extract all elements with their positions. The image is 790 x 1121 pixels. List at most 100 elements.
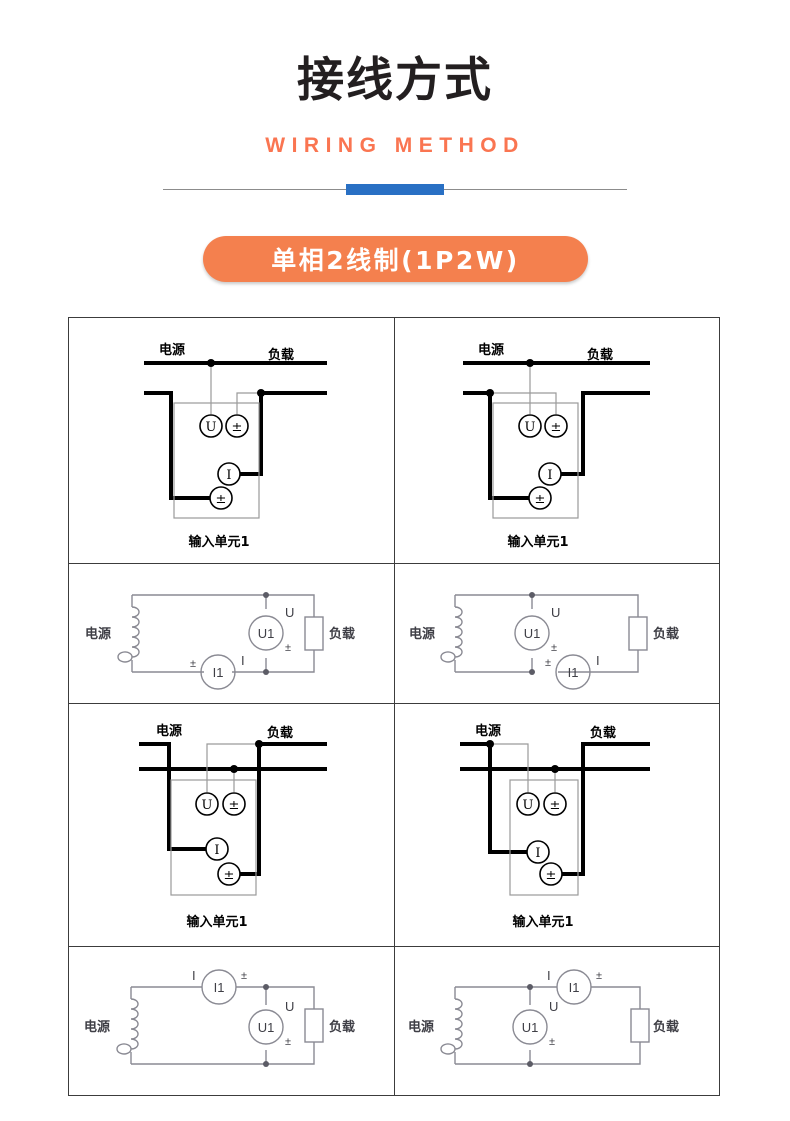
load-label: 负载 (653, 1019, 679, 1035)
load-lower-wire (229, 391, 327, 476)
bottom-wire-right (558, 650, 639, 673)
grid-row-divider-2 (69, 703, 719, 705)
pm-tap-wire (490, 392, 557, 414)
terminal-u (516, 792, 540, 816)
terminal-pm-voltage (544, 414, 568, 438)
voltmeter-circle (512, 1009, 548, 1045)
source-label: 电源 (409, 626, 435, 642)
ammeter-label: I1 (213, 665, 224, 680)
ammeter-pm-mark: ± (241, 970, 247, 982)
terminal-i-label: I (547, 468, 552, 483)
ammeter-i-mark: I (241, 653, 245, 668)
ammeter-pm-mark: ± (596, 970, 602, 982)
bottom-wire (131, 1042, 315, 1065)
grid-row-divider-3 (69, 946, 719, 948)
terminal-pm-current-label: ± (224, 868, 235, 883)
source-coil (440, 606, 463, 663)
voltmeter-pm-mark: ± (285, 642, 291, 654)
terminal-u (518, 414, 542, 438)
terminal-i-label: I (535, 846, 540, 861)
terminal-pm-current-label: ± (546, 868, 557, 883)
voltmeter-u-mark: U (285, 999, 294, 1014)
terminal-pm-current (539, 862, 563, 886)
terminal-pm-voltage-label: ± (232, 420, 243, 435)
voltmeter-circle (248, 1009, 284, 1045)
load-upper-wire (229, 742, 327, 876)
title-divider (163, 184, 627, 195)
source-label: 电源 (408, 1019, 434, 1035)
voltmeter-u-mark: U (549, 999, 558, 1014)
voltmeter-circle (248, 615, 284, 651)
junction-dot-upper (255, 740, 263, 748)
load-label: 负载 (267, 725, 293, 741)
load-label: 负载 (268, 347, 294, 363)
terminal-u-label: U (525, 420, 536, 435)
voltmeter-label: U1 (522, 1020, 539, 1035)
source-label: 电源 (475, 723, 501, 739)
ammeter-i-mark: I (596, 653, 600, 668)
load-label: 负载 (590, 725, 616, 741)
u-tap-wire (206, 743, 259, 792)
source-down-wire (167, 769, 217, 851)
ammeter-pm-mark: ± (190, 658, 196, 670)
source-lower-wire (144, 391, 221, 500)
terminal-pm-current-label: ± (216, 492, 227, 507)
voltmeter-circle (514, 615, 550, 651)
bottom-wire (455, 1042, 641, 1065)
terminal-pm-current-label: ± (535, 492, 546, 507)
terminal-i (205, 837, 229, 861)
voltmeter-label: U1 (258, 1020, 275, 1035)
input-unit-box (173, 402, 260, 519)
voltmeter-label: U1 (524, 626, 541, 641)
input-unit-label: 输入单元1 (188, 534, 249, 550)
cell-terminal-diagram-2: U ± I ± 电源 负载 输入单元1 (395, 318, 721, 563)
grid-vertical-divider (394, 318, 396, 1095)
page-subtitle: WIRING METHOD (265, 134, 525, 157)
source-upper-wire (460, 742, 492, 769)
bottom-wire-right (266, 650, 315, 673)
junction-dot-mid (230, 765, 238, 773)
ammeter-circle (556, 969, 592, 1005)
junction-dot-top (263, 592, 269, 598)
junction-dot-upper (526, 359, 534, 367)
junction-dot-bottom (263, 669, 269, 675)
terminal-u-label: U (206, 420, 217, 435)
top-wire-right (591, 986, 641, 1009)
cell-schematic-4: U1 I1 U ± I ± 电源 负载 (395, 947, 721, 1095)
voltmeter-u-mark: U (285, 605, 294, 620)
terminal-i-label: I (226, 468, 231, 483)
load-label: 负载 (329, 1019, 355, 1035)
junction-dot-top (263, 984, 269, 990)
source-label: 电源 (159, 342, 185, 358)
terminal-u-label: U (523, 798, 534, 813)
input-unit-label: 输入单元1 (512, 914, 573, 930)
voltmeter-pm-mark: ± (285, 1036, 291, 1048)
top-wire-right (236, 986, 315, 1009)
load-box (304, 1008, 324, 1043)
wiring-mode-badge: 单相2线制(1P2W) (203, 236, 588, 282)
source-label: 电源 (478, 342, 504, 358)
junction-dot-mid (551, 765, 559, 773)
load-box (628, 616, 648, 651)
top-wire-right (532, 594, 639, 617)
load-box (630, 1008, 650, 1043)
terminal-pm-current (217, 862, 241, 886)
ammeter-label: I1 (214, 980, 225, 995)
source-lower-wire (463, 391, 540, 500)
page-title: 接线方式 (297, 53, 493, 108)
terminal-pm-voltage (543, 792, 567, 816)
ammeter-i-mark: I (547, 968, 551, 983)
terminal-pm-voltage-label: ± (229, 798, 240, 813)
input-unit-box (492, 402, 579, 519)
terminal-pm-voltage (222, 792, 246, 816)
pm-tap-wire (236, 392, 261, 414)
cell-schematic-3: U1 I1 U ± I ± 电源 负载 (69, 947, 394, 1095)
cell-terminal-diagram-4: U ± I ± 电源 负载 输入单元1 (395, 704, 721, 946)
terminal-u (195, 792, 219, 816)
voltmeter-pm-mark: ± (549, 1036, 555, 1048)
ammeter-circle (200, 654, 236, 690)
ammeter-i-mark: I (192, 968, 196, 983)
cell-terminal-diagram-1: U ± I ± 电源 负载 输入单元1 (69, 318, 394, 563)
source-upper-wire (139, 742, 171, 769)
